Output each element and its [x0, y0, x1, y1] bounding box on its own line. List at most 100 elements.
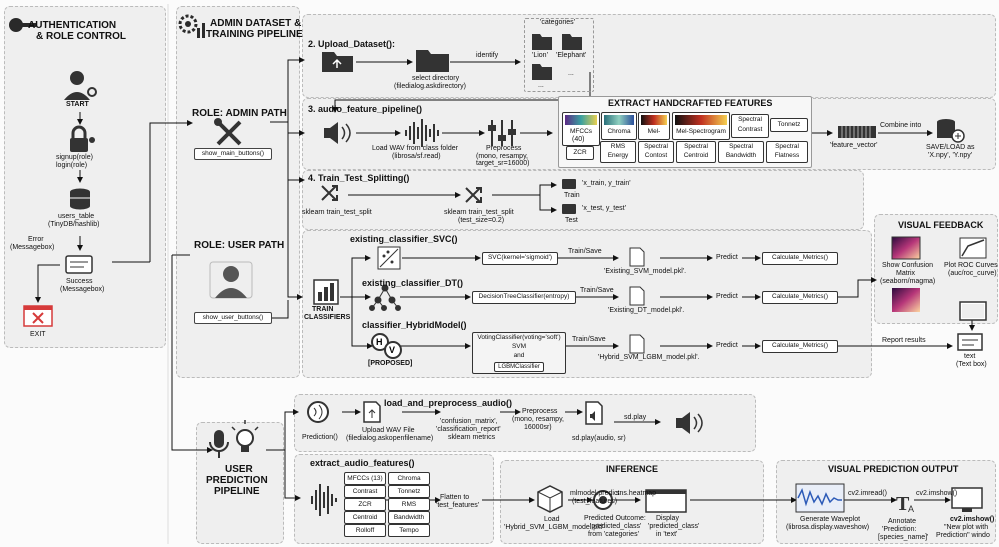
roc-curve-icon: [959, 237, 987, 259]
confusion-line3: (seaborn/magma): [880, 278, 936, 285]
inference-title: INFERENCE: [606, 464, 659, 474]
save-database-icon: [937, 119, 965, 143]
annotate-line2: 'Prediction:: [882, 526, 917, 533]
identify-label: identify: [476, 52, 499, 59]
spec-contrast-line2: Contrast: [737, 126, 763, 133]
test-label: Test: [565, 217, 578, 224]
key-icon: [9, 18, 36, 32]
train-label-2: CLASSIFIERS: [304, 314, 351, 321]
dt-model-box: DecisionTreeClassifier(entropy): [472, 291, 576, 304]
load-wav-sub: (librosa/sf.read): [392, 153, 441, 160]
train-label-1: TRAIN: [312, 306, 334, 313]
dt-file-label: 'Existing_DT_model.pkl'.: [608, 307, 685, 314]
user-pipeline-arrows: [342, 409, 951, 503]
sdplay-label: sd.play: [624, 414, 647, 421]
database-icon: [70, 188, 90, 210]
train-classifiers-icon: [313, 279, 339, 305]
save-load-label: SAVE/LOAD as: [926, 144, 975, 151]
visual-feedback-title: VISUAL FEEDBACK: [898, 220, 984, 230]
proposed-tag: [PROPOSED]: [368, 360, 413, 367]
user-feature-chip: Contrast: [344, 485, 386, 498]
text-box-icon: [957, 333, 983, 351]
train-save-svc: Train/Save: [568, 248, 602, 255]
svg-text:A: A: [908, 504, 914, 514]
train-xy-label: 'x_train, y_train': [582, 180, 631, 187]
speaker-icon: [324, 122, 351, 144]
imshow-label: cv2.imshow(): [916, 490, 958, 497]
upload-step-title: 2. Upload_Dataset():: [308, 39, 396, 49]
audio-file-icon: [585, 401, 603, 425]
category-elephant: 'Elephant': [556, 52, 587, 59]
train-save-hybrid: Train/Save: [572, 336, 606, 343]
split-icon: [465, 187, 482, 203]
sc2-line2: Centroid: [683, 152, 709, 159]
waveform-icon: [405, 119, 439, 147]
predicted-line1: Predicted Outcome:: [584, 515, 646, 522]
sb-line2: Bandwidth: [725, 152, 757, 159]
calc-metrics-svc: Calculate_Metrics(): [762, 252, 838, 265]
spec-contrast-line1: Spectral: [738, 116, 762, 123]
gear-icon: [178, 14, 205, 38]
feature-chroma-label: Chroma: [607, 128, 631, 135]
confusion-line2: Matrix: [896, 270, 916, 277]
feature-spectral-contrast: Spectral Contrast: [731, 114, 769, 138]
user-feature-chip: RMS: [388, 498, 430, 511]
predict-dt: Predict: [716, 293, 738, 300]
feature-chroma: Chroma: [601, 112, 637, 140]
svc-title: existing_classifier_SVC(): [350, 234, 458, 244]
show-user-buttons[interactable]: show_user_buttons(): [194, 312, 272, 324]
feature-mel-label: Mel-: [647, 128, 661, 135]
user-avatar-icon: [209, 261, 253, 299]
waveplot-icon: [795, 483, 845, 513]
user-feature-chip: MFCCs (13): [344, 472, 386, 485]
monitor-icon: [959, 301, 987, 321]
show-main-buttons[interactable]: show_main_buttons(): [194, 148, 272, 160]
feature-vector-icon: [838, 126, 876, 138]
sb-line1: Spectral: [729, 143, 753, 150]
pre-line2: (mono, resampy,: [512, 416, 564, 423]
annotate-line3: [species_name]': [878, 534, 929, 541]
dt-title: existing_classifier_DT(): [362, 278, 464, 288]
auth-flow-arrows: [35, 112, 193, 303]
load-model-line2: 'Hybrid_SVM_LGBM_model.pkl': [504, 524, 604, 531]
display-window-icon: [645, 489, 687, 513]
sf-line2: Flatness: [774, 152, 800, 159]
svc-scatter-icon: [377, 246, 401, 270]
category-folders-icon: [532, 34, 582, 80]
visual-output-title: VISUAL PREDICTION OUTPUT: [828, 464, 959, 474]
load-preprocess-title: load_and_preprocess_audio(): [384, 398, 513, 408]
prediction-label: Prediction(): [302, 434, 338, 441]
sf-line1: Spectral: [775, 143, 799, 150]
annotate-line1: Annotate: [888, 518, 917, 525]
hybrid-hv-icon: H V: [371, 333, 402, 359]
error-sub-label: (Messagebox): [10, 244, 55, 251]
lightbulb-icon: [231, 420, 259, 452]
sc1-line2: Contost: [644, 152, 668, 159]
combine-into-label: Combine into: [880, 122, 922, 129]
extract-features-title: EXTRACT HANDCRAFTED FEATURES: [608, 98, 773, 108]
user-feature-chip: Bandwidth: [388, 511, 430, 524]
text-box-label: text: [964, 353, 976, 360]
auth-title-line1: AUTHENTICATION: [28, 20, 117, 31]
text-box-sub: (Text box): [956, 361, 987, 368]
window-line1: "New plot with: [944, 524, 989, 531]
login-label: login(role): [56, 162, 88, 169]
pre-line1: Preprocess: [522, 408, 558, 415]
load-model-line1: Load: [544, 516, 560, 523]
success-sub-label: (Messagebox): [60, 286, 105, 293]
feature-mfcc: MFCCs: [562, 112, 600, 146]
mlpredict-line2: (test_features): [572, 498, 618, 505]
window-line2: Prediction" windo: [936, 532, 990, 539]
waveplot-line2: (librosa.display.waveshow): [786, 524, 870, 531]
start-person-icon: [64, 71, 97, 100]
svg-text:V: V: [389, 345, 395, 355]
preprocess-sub1: (mono, resampy,: [476, 153, 528, 160]
upload-file-icon: [363, 401, 381, 423]
feature-vector-label: 'feature_vector': [830, 142, 878, 149]
upload-arrows: [332, 59, 591, 113]
report-results-label: Report results: [882, 337, 926, 344]
admin-title-line2: TRAINING PIPELINE: [206, 29, 303, 40]
save-load-sub: 'X.npy', 'Y.npy': [928, 152, 973, 159]
